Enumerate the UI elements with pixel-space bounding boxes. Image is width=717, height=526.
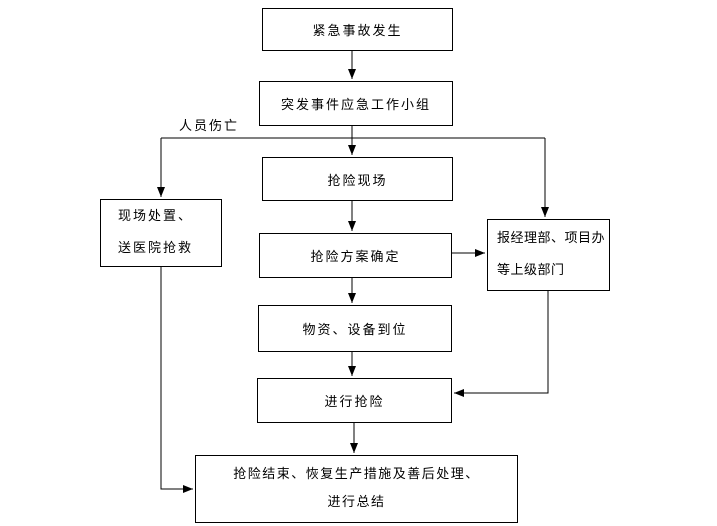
node-emergency-workgroup: 突发事件应急工作小组 bbox=[259, 81, 453, 126]
node-label-line1: 报经理部、项目办 bbox=[497, 231, 606, 246]
node-onsite-treatment: 现场处置、 送医院抢救 bbox=[100, 199, 222, 267]
node-emergency-occurs: 紧急事故发生 bbox=[262, 8, 453, 51]
node-label: 抢险方案确定 bbox=[310, 250, 401, 265]
node-label: 抢险现场 bbox=[327, 173, 388, 189]
node-carry-out-rescue: 进行抢险 bbox=[257, 378, 452, 423]
node-report-superiors: 报经理部、项目办 等上级部门 bbox=[487, 219, 610, 291]
node-label-line1: 抢险结束、恢复生产措施及善后处理、 bbox=[233, 467, 480, 482]
branch-label-casualties: 人员伤亡 bbox=[179, 119, 240, 134]
node-materials-equipment: 物资、设备到位 bbox=[258, 305, 452, 352]
node-rescue-site: 抢险现场 bbox=[262, 157, 453, 201]
node-label: 突发事件应急工作小组 bbox=[280, 98, 431, 113]
node-label-line1: 现场处置、 bbox=[118, 209, 194, 224]
node-label-line2: 送医院抢救 bbox=[118, 241, 194, 256]
node-label-line2: 进行总结 bbox=[327, 495, 386, 510]
node-rescue-end-summary: 抢险结束、恢复生产措施及善后处理、 进行总结 bbox=[195, 455, 518, 523]
node-label: 紧急事故发生 bbox=[312, 24, 403, 39]
node-label: 进行抢险 bbox=[324, 395, 385, 410]
arrow-onsite-to-end bbox=[160, 267, 193, 493]
arrow-report-to-rescue bbox=[454, 291, 549, 397]
node-label: 物资、设备到位 bbox=[302, 323, 408, 338]
node-label-line2: 等上级部门 bbox=[497, 263, 565, 278]
node-rescue-plan: 抢险方案确定 bbox=[259, 233, 452, 278]
connectors bbox=[157, 51, 549, 493]
